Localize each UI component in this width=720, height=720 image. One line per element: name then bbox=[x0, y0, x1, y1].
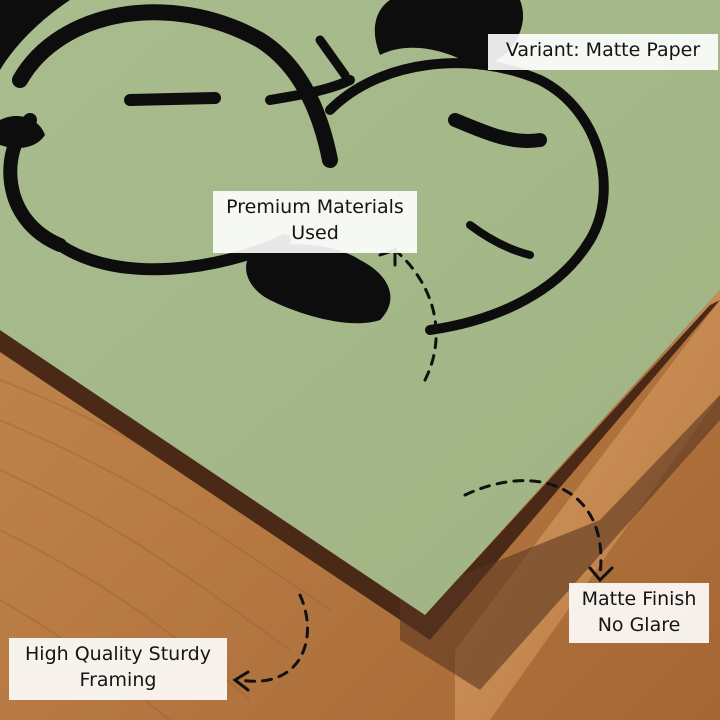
framing-line2: Framing bbox=[79, 669, 157, 691]
matte-finish-label: Matte Finish No Glare bbox=[569, 583, 709, 643]
variant-text: Variant: Matte Paper bbox=[505, 39, 701, 61]
frame-inner-gap bbox=[0, 300, 720, 640]
frame-lip bbox=[400, 395, 720, 690]
framing-label: High Quality Sturdy Framing bbox=[9, 638, 227, 700]
matte-finish-line1: Matte Finish bbox=[581, 588, 697, 610]
premium-materials-line1: Premium Materials bbox=[226, 196, 404, 218]
framing-line1: High Quality Sturdy bbox=[25, 643, 211, 665]
apple-ink-fill bbox=[0, 0, 524, 324]
premium-materials-line2: Used bbox=[291, 222, 339, 244]
matte-finish-line2: No Glare bbox=[597, 614, 681, 636]
premium-materials-label: Premium Materials Used bbox=[213, 191, 417, 253]
callout-arrows bbox=[238, 248, 603, 683]
variant-label: Variant: Matte Paper bbox=[488, 34, 718, 70]
